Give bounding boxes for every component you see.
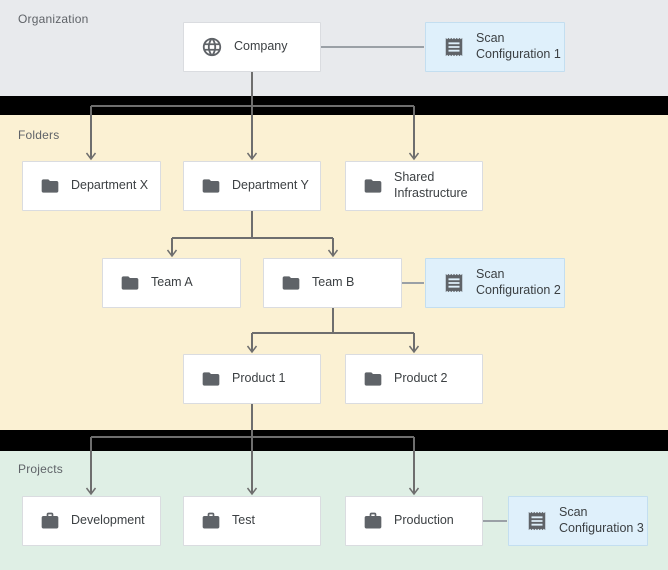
node-label: Team B — [312, 275, 355, 290]
receipt-icon — [443, 272, 465, 294]
folder-icon — [201, 176, 221, 196]
globe-icon — [201, 36, 223, 58]
folder-icon — [281, 273, 301, 293]
node-development: Development — [22, 496, 161, 546]
node-scan-config-3: Scan Configuration 3 — [508, 496, 648, 546]
folder-icon — [363, 176, 383, 196]
node-department-x: Department X — [22, 161, 161, 211]
node-product-2: Product 2 — [345, 354, 483, 404]
node-company: Company — [183, 22, 321, 72]
node-production: Production — [345, 496, 483, 546]
node-scan-config-2: Scan Configuration 2 — [425, 258, 565, 308]
node-label: Production — [394, 513, 454, 528]
node-label: Department X — [71, 178, 149, 193]
folder-icon — [363, 369, 383, 389]
node-test: Test — [183, 496, 321, 546]
node-label: Scan Configuration 3 — [559, 505, 644, 535]
section-label-organization: Organization — [18, 12, 89, 26]
node-label: Scan Configuration 1 — [476, 31, 561, 61]
node-product-1: Product 1 — [183, 354, 321, 404]
separator-band-1 — [0, 96, 668, 115]
node-label: Development — [71, 513, 145, 528]
node-label: Company — [234, 39, 288, 54]
folder-icon — [40, 176, 60, 196]
node-label: Scan Configuration 2 — [476, 267, 561, 297]
node-label: Test — [232, 513, 255, 528]
node-team-a: Team A — [102, 258, 241, 308]
node-label: Product 2 — [394, 371, 448, 386]
node-department-y: Department Y — [183, 161, 321, 211]
node-label: Product 1 — [232, 371, 286, 386]
folder-icon — [201, 369, 221, 389]
separator-band-2 — [0, 430, 668, 451]
node-scan-config-1: Scan Configuration 1 — [425, 22, 565, 72]
node-team-b: Team B — [263, 258, 402, 308]
receipt-icon — [443, 36, 465, 58]
briefcase-icon — [201, 511, 221, 531]
briefcase-icon — [363, 511, 383, 531]
section-label-projects: Projects — [18, 462, 63, 476]
node-label: Shared Infrastructure — [394, 170, 468, 200]
briefcase-icon — [40, 511, 60, 531]
receipt-icon — [526, 510, 548, 532]
section-label-folders: Folders — [18, 128, 60, 142]
folder-icon — [120, 273, 140, 293]
node-label: Team A — [151, 275, 193, 290]
node-shared-infrastructure: Shared Infrastructure — [345, 161, 483, 211]
section-organization — [0, 0, 668, 96]
node-label: Department Y — [232, 178, 309, 193]
